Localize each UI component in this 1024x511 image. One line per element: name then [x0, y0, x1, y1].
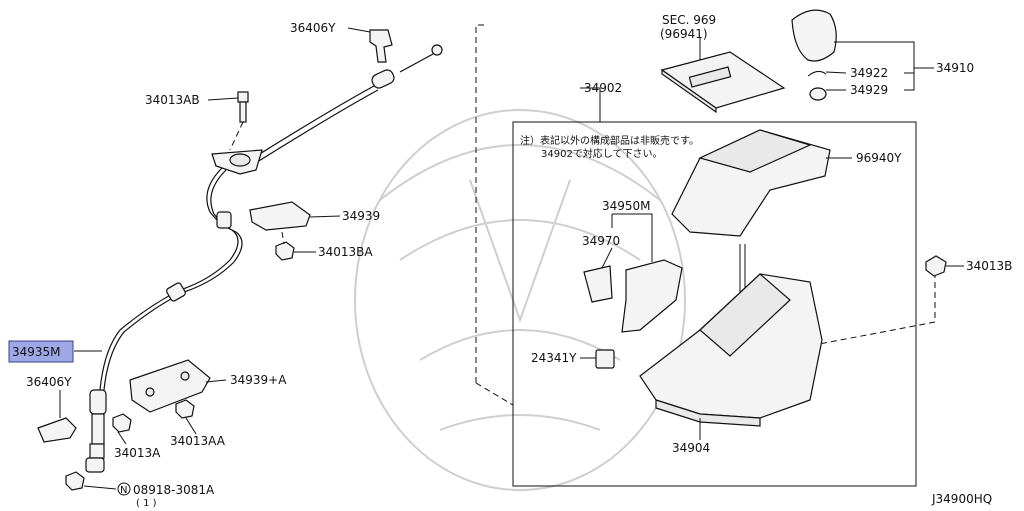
- nut-08918: [65, 471, 85, 491]
- label-34013b: 34013B: [966, 259, 1012, 273]
- assembly-box-34902: [512, 121, 917, 487]
- label-34929: 34929: [850, 83, 888, 97]
- dashed-leader-34910: [475, 24, 485, 383]
- dashed-leader-box-top: [475, 382, 514, 406]
- label-08918-qty: ( 1 ): [136, 498, 157, 509]
- circle-n-marker: [117, 482, 131, 496]
- cable-upper: [249, 85, 375, 161]
- label-34013ab: 34013AB: [145, 93, 200, 107]
- dashed-leader-34013b: [813, 272, 936, 346]
- label-36406y-bottom: 36406Y: [26, 375, 72, 389]
- highlight-34935m: [8, 340, 74, 363]
- leader-lines: [59, 27, 964, 490]
- nut-34013ba: [275, 241, 295, 261]
- watermark-emblem: [354, 109, 686, 491]
- label-96940y: 96940Y: [856, 151, 902, 165]
- label-08918: 08918-3081A: [133, 483, 215, 497]
- nut-34013b: [925, 255, 947, 277]
- label-sec969: SEC. 969: [662, 13, 716, 27]
- bushing-34929: [809, 87, 827, 101]
- part-34950m: [621, 259, 683, 333]
- label-34922: 34922: [850, 66, 888, 80]
- note-line-1: 注）表記以外の構成部品は非販売です。: [520, 134, 699, 147]
- label-96941: (96941): [660, 27, 708, 41]
- clip-36406y-top: [369, 29, 393, 63]
- label-n-prefix: N: [120, 485, 127, 496]
- label-34013a: 34013A: [114, 446, 161, 460]
- shifter-base-34904: [639, 273, 823, 427]
- label-34013ba: 34013BA: [318, 245, 373, 259]
- bracket-34939: [249, 201, 311, 231]
- part-24341y: [595, 349, 615, 369]
- label-34939a: 34939+A: [230, 373, 287, 387]
- bolt-34013aa: [175, 399, 195, 419]
- bolt-34013a: [112, 413, 132, 433]
- spring-34922: [807, 70, 827, 77]
- cable-end-top: [371, 44, 443, 89]
- note-line-2: 34902で対応して下さい。: [541, 147, 663, 160]
- label-34935m: 34935M: [12, 345, 61, 359]
- cable-end-lower: [85, 389, 107, 473]
- label-34970: 34970: [582, 234, 620, 248]
- label-34950m: 34950M: [602, 199, 651, 213]
- cable-middle: [99, 167, 239, 391]
- diagram-id: J34900HQ: [931, 492, 992, 506]
- label-34939: 34939: [342, 209, 380, 223]
- indicator-panel-96941: [660, 51, 786, 114]
- shift-knob-34910: [791, 9, 837, 62]
- bracket-34939a: [129, 359, 211, 413]
- label-24341y: 24341Y: [531, 351, 577, 365]
- finisher-96940y: [671, 129, 831, 237]
- label-34904: 34904: [672, 441, 710, 455]
- label-36406y-top: 36406Y: [290, 21, 336, 35]
- clip-36406y-bottom: [37, 417, 77, 443]
- part-34970: [583, 265, 613, 303]
- bolt-34013ab: [237, 91, 249, 123]
- label-34013aa: 34013AA: [170, 434, 226, 448]
- label-34902: 34902: [584, 81, 622, 95]
- label-34910: 34910: [936, 61, 974, 75]
- cable-bracket-mid: [211, 149, 263, 175]
